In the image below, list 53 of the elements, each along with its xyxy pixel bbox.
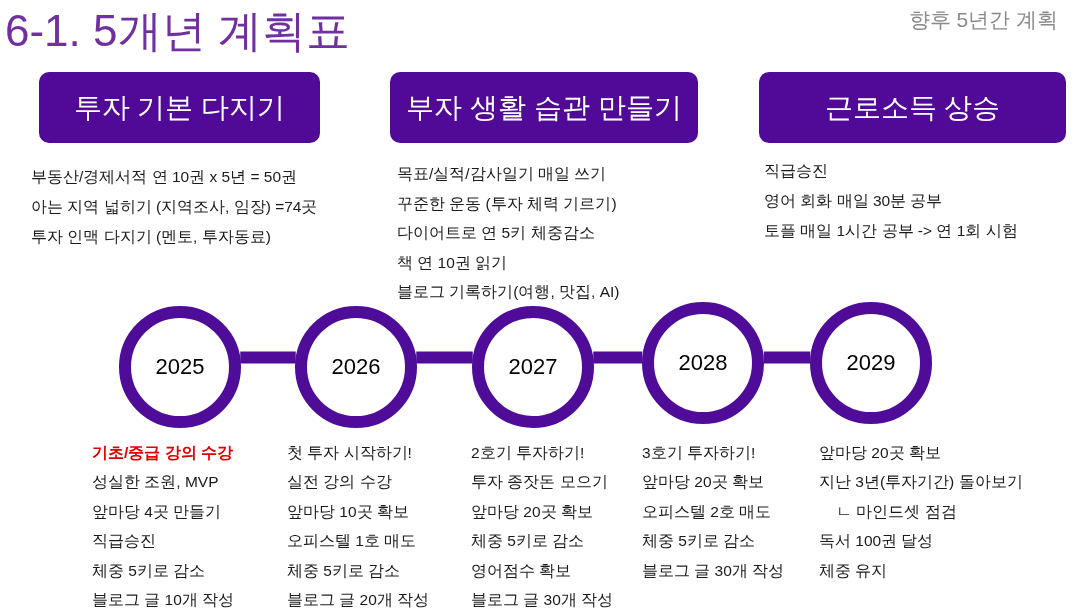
subtitle-text: 향후 5년간 계획 <box>908 7 1058 33</box>
plan-item: 영어점수 확보 <box>471 560 572 581</box>
plan-item: 부동산/경제서적 연 10권 x 5년 = 50권 <box>31 167 298 187</box>
plan-item: 블로그 글 20개 작성 <box>287 590 430 610</box>
connector-line <box>240 351 296 364</box>
connector-line <box>763 351 811 364</box>
plan-item: 체중 5키로 감소 <box>642 531 756 552</box>
plan-item: 독서 100권 달성 <box>819 531 934 552</box>
plan-item: 블로그 글 30개 작성 <box>642 560 785 581</box>
plan-item: 블로그 글 30개 작성 <box>471 590 614 610</box>
category-box: 부자 생활 습관 만들기 <box>390 72 698 143</box>
plan-item: 지난 3년(투자기간) 돌아보기 <box>819 472 1023 493</box>
plan-item: 첫 투자 시작하기! <box>287 443 412 463</box>
plan-item: 앞마당 10곳 확보 <box>287 501 409 522</box>
plan-item: 아는 지역 넓히기 (지역조사, 임장) =74곳 <box>31 197 318 217</box>
plan-item: 앞마당 4곳 만들기 <box>92 501 222 522</box>
year-circle: 2026 <box>295 306 417 428</box>
year-circle: 2029 <box>810 302 932 424</box>
category-box: 근로소득 상승 <box>759 72 1066 143</box>
plan-item: 3호기 투자하기! <box>642 443 756 463</box>
plan-item: 체중 5키로 감소 <box>92 560 206 581</box>
plan-item: 앞마당 20곳 확보 <box>642 472 764 493</box>
plan-item: 앞마당 20곳 확보 <box>819 443 941 463</box>
plan-item: 2호기 투자하기! <box>471 443 585 463</box>
year-circle: 2028 <box>642 302 764 424</box>
plan-item: 성실한 조원, MVP <box>92 472 219 493</box>
plan-item: 기초/중급 강의 수강 <box>92 443 233 463</box>
plan-item: 투자 인맥 다지기 (멘토, 투자동료) <box>31 227 271 247</box>
year-circle: 2025 <box>119 306 241 428</box>
plan-item: 체중 5키로 감소 <box>471 531 585 552</box>
plan-item: 책 연 10권 읽기 <box>397 252 508 273</box>
plan-item: 꾸준한 운동 (투자 체력 기르기) <box>397 193 617 214</box>
connector-line <box>416 351 473 364</box>
plan-item: 토플 매일 1시간 공부 -> 연 1회 시험 <box>764 221 1018 241</box>
category-box: 투자 기본 다지기 <box>39 72 320 143</box>
plan-item: 체중 유지 <box>819 560 888 581</box>
plan-item: ㄴ 마인드셋 점검 <box>836 501 957 522</box>
plan-item: 직급승진 <box>764 161 828 181</box>
plan-item: 앞마당 20곳 확보 <box>471 501 593 522</box>
plan-item: 오피스텔 2호 매도 <box>642 501 772 522</box>
plan-item: 직급승진 <box>92 531 156 552</box>
plan-item: 블로그 기록하기(여행, 맛집, AI) <box>397 282 620 302</box>
plan-item: 오피스텔 1호 매도 <box>287 531 417 552</box>
plan-item: 체중 5키로 감소 <box>287 560 401 581</box>
page-title: 6-1. 5개년 계획표 <box>5 5 350 57</box>
plan-item: 블로그 글 10개 작성 <box>92 590 235 610</box>
plan-item: 실전 강의 수강 <box>287 472 392 493</box>
plan-item: 투자 종잣돈 모으기 <box>471 472 608 493</box>
plan-item: 다이어트로 연 5키 체중감소 <box>397 223 595 243</box>
year-circle: 2027 <box>472 306 594 428</box>
plan-item: 영어 회화 매일 30분 공부 <box>764 191 943 211</box>
connector-line <box>593 351 643 364</box>
plan-item: 목표/실적/감사일기 매일 쓰기 <box>397 164 607 184</box>
